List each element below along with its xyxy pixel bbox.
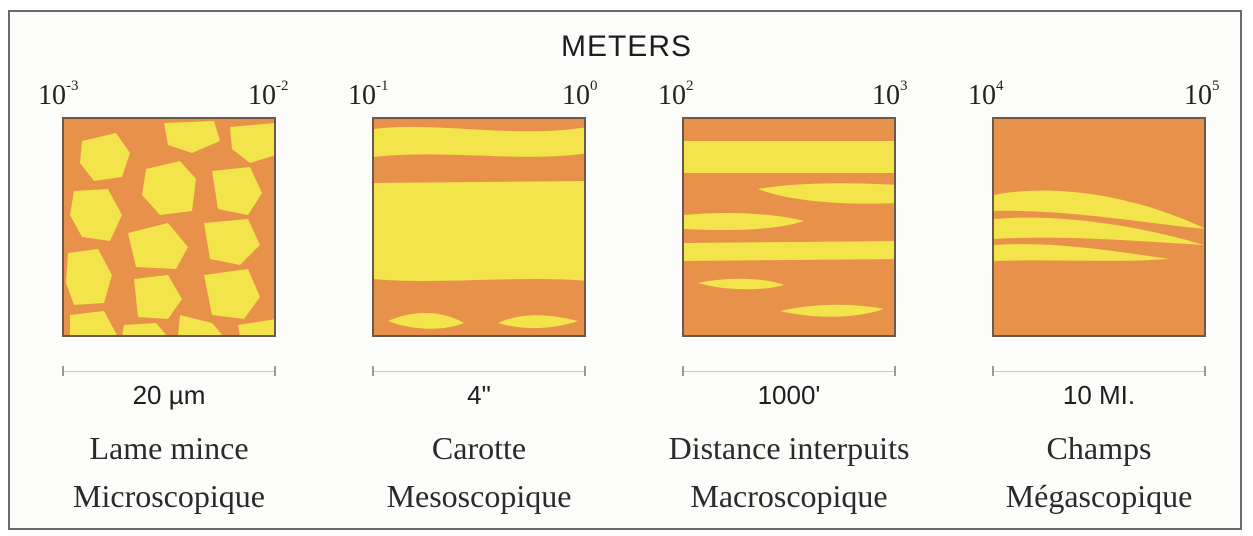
panel-category: Mesoscopique [386, 478, 572, 514]
grain-texture [66, 121, 274, 335]
grain [80, 133, 130, 181]
grain [212, 167, 262, 215]
layer [498, 315, 578, 329]
range-min-label: 102 [658, 77, 694, 111]
panel-interwell: 102 103 1000' Distance interpuits Macros… [658, 77, 918, 530]
wedge [994, 217, 1204, 245]
range-min-label: 104 [968, 77, 1004, 111]
range-max-label: 103 [872, 77, 908, 111]
wedge-texture [994, 190, 1204, 261]
interwell-sample [682, 117, 896, 337]
scale-label: 10 MI. [1062, 380, 1136, 410]
scale-bar [992, 366, 1206, 376]
lens [684, 241, 894, 261]
grain [204, 219, 260, 265]
scale-bar [372, 366, 586, 376]
panel-category: Microscopique [73, 478, 265, 514]
range-max-label: 105 [1184, 77, 1220, 111]
range-min-label: 10-3 [38, 77, 79, 111]
grain [204, 269, 260, 319]
range-max-label: 10-2 [248, 77, 289, 111]
grain [70, 189, 122, 241]
lens [698, 278, 784, 290]
layer-texture [374, 126, 584, 329]
grain [70, 311, 117, 335]
panel-category: Mégascopique [1005, 478, 1193, 514]
lens [780, 304, 884, 317]
scale-bar [682, 366, 896, 376]
scale-label: 1000' [757, 380, 821, 410]
panel-thin-section: 10-3 10-2 20 µm La [38, 77, 298, 530]
grain [128, 223, 188, 269]
panel-core: 10-1 100 4" Carotte Mesoscopique [348, 77, 608, 530]
panel-field: 104 105 10 MI. Champs Mégascopique [968, 77, 1228, 530]
panel-category: Macroscopique [690, 478, 888, 514]
units-title: METERS [560, 30, 692, 63]
range-min-label: 10-1 [348, 77, 389, 111]
grain [134, 275, 182, 319]
wedge [994, 190, 1204, 229]
lens [758, 183, 894, 204]
grain [66, 249, 112, 305]
panel-name: Lame mince [89, 430, 249, 466]
layer [684, 141, 894, 173]
layer [374, 126, 584, 157]
scale-label: 4" [467, 380, 491, 410]
grain [178, 315, 223, 335]
panel-name: Carotte [431, 430, 527, 466]
core-sample [372, 117, 586, 337]
range-max-label: 100 [562, 77, 598, 111]
layer [388, 312, 464, 329]
scale-bar [62, 366, 276, 376]
grain [238, 319, 274, 335]
grain [142, 161, 196, 215]
lens [684, 213, 804, 231]
field-sample [992, 117, 1206, 337]
wedge [994, 244, 1170, 261]
grain [164, 121, 220, 153]
layer [374, 181, 584, 281]
panel-name: Distance interpuits [668, 430, 910, 466]
scale-label: 20 µm [132, 380, 206, 410]
lens-texture [684, 141, 894, 317]
grain [230, 123, 274, 163]
panel-name: Champs [1046, 430, 1152, 466]
grain [122, 323, 167, 335]
thin-section-sample [62, 117, 276, 337]
